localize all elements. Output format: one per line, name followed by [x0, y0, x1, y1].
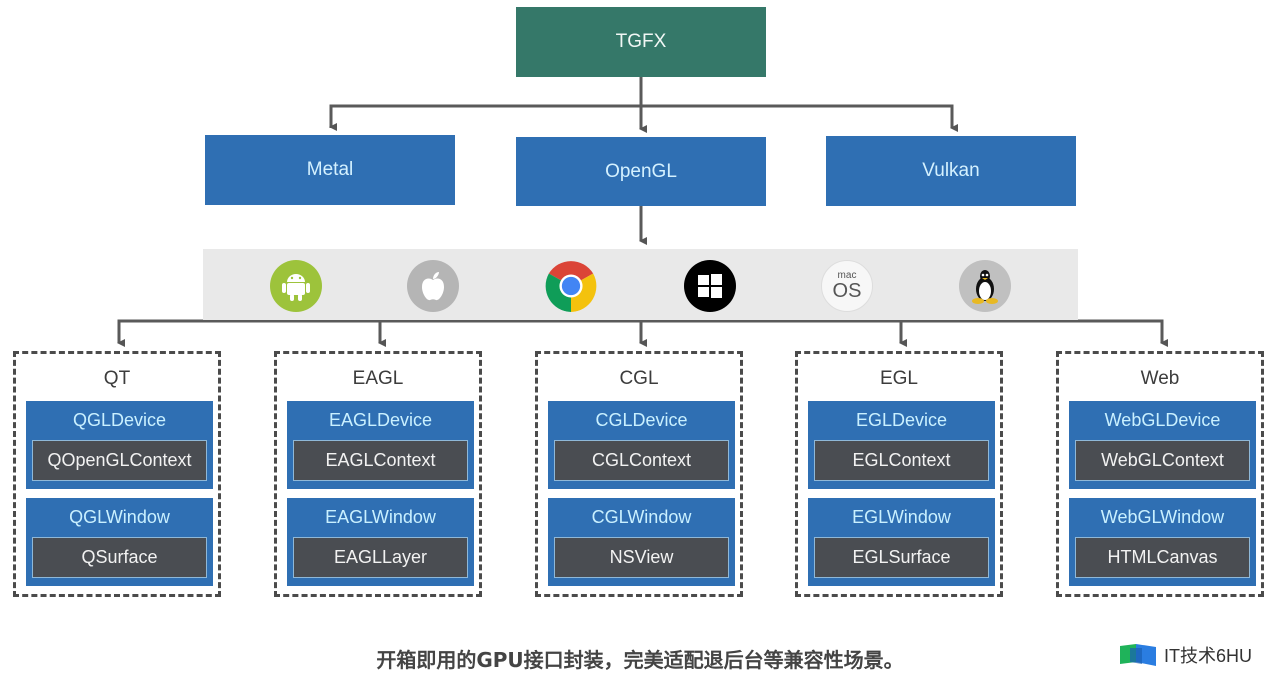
context-label: EAGLContext	[293, 440, 468, 481]
window-label: QGLWindow	[69, 507, 170, 527]
device-label: QGLDevice	[72, 410, 167, 430]
device-label: EGLDevice	[855, 410, 948, 430]
device-label: EAGLDevice	[328, 410, 433, 430]
group-qt: QT QGLDevice QOpenGLContext QGLWindow QS…	[13, 351, 221, 597]
backend-label: Metal	[306, 159, 354, 180]
macos-icon-top: mac	[837, 270, 857, 281]
device-block: EAGLDevice EAGLContext	[287, 401, 474, 489]
group-cgl: CGL CGLDevice CGLContext CGLWindow NSVie…	[535, 351, 743, 597]
watermark: IT技术6HU	[1118, 642, 1252, 668]
group-title: EGL	[879, 368, 919, 389]
device-block: WebGLDevice WebGLContext	[1069, 401, 1256, 489]
group-eagl: EAGL EAGLDevice EAGLContext EAGLWindow E…	[274, 351, 482, 597]
linux-icon	[959, 260, 1011, 312]
group-title: QT	[103, 368, 131, 389]
tgfx-node: TGFX	[516, 7, 766, 77]
apple-icon	[407, 260, 459, 312]
backend-metal: Metal	[205, 135, 455, 205]
backend-label: OpenGL	[605, 160, 677, 182]
device-block: EGLDevice EGLContext	[808, 401, 995, 489]
context-label: EGLContext	[814, 440, 989, 481]
backend-label: Vulkan	[922, 160, 980, 181]
group-egl: EGL EGLDevice EGLContext EGLWindow EGLSu…	[795, 351, 1003, 597]
surface-label: NSView	[554, 537, 729, 578]
macos-icon: mac OS	[821, 260, 873, 312]
window-label: EGLWindow	[852, 507, 951, 527]
watermark-logo-icon	[1120, 644, 1156, 666]
device-label: CGLDevice	[595, 410, 688, 430]
context-label: QOpenGLContext	[32, 440, 207, 481]
tgfx-label: TGFX	[615, 31, 667, 52]
window-label: WebGLWindow	[1100, 507, 1225, 527]
device-block: CGLDevice CGLContext	[548, 401, 735, 489]
watermark-text: IT技术6HU	[1164, 646, 1253, 666]
window-block: EAGLWindow EAGLLayer	[287, 498, 474, 586]
window-label: EAGLWindow	[325, 507, 436, 527]
macos-icon-bottom: OS	[832, 280, 862, 302]
context-label: CGLContext	[554, 440, 729, 481]
context-label: WebGLContext	[1075, 440, 1250, 481]
surface-label: QSurface	[32, 537, 207, 578]
windows-icon	[684, 260, 736, 312]
surface-label: HTMLCanvas	[1075, 537, 1250, 578]
group-title: CGL	[619, 368, 659, 389]
window-block: QGLWindow QSurface	[26, 498, 213, 586]
group-title: EAGL	[352, 368, 404, 389]
surface-label: EGLSurface	[814, 537, 989, 578]
chrome-icon	[545, 260, 597, 312]
caption: 开箱即用的GPU接口封装，完美适配退后台等兼容性场景。	[376, 648, 904, 672]
group-title: Web	[1140, 368, 1180, 389]
window-block: WebGLWindow HTMLCanvas	[1069, 498, 1256, 586]
window-block: EGLWindow EGLSurface	[808, 498, 995, 586]
backend-vulkan: Vulkan	[826, 136, 1076, 206]
window-block: CGLWindow NSView	[548, 498, 735, 586]
surface-label: EAGLLayer	[293, 537, 468, 578]
device-block: QGLDevice QOpenGLContext	[26, 401, 213, 489]
platform-bar	[203, 249, 1078, 320]
window-label: CGLWindow	[591, 507, 692, 527]
device-label: WebGLDevice	[1104, 410, 1221, 430]
android-icon	[270, 260, 322, 312]
backend-opengl: OpenGL	[516, 137, 766, 206]
group-web: Web WebGLDevice WebGLContext WebGLWindow…	[1056, 351, 1264, 597]
